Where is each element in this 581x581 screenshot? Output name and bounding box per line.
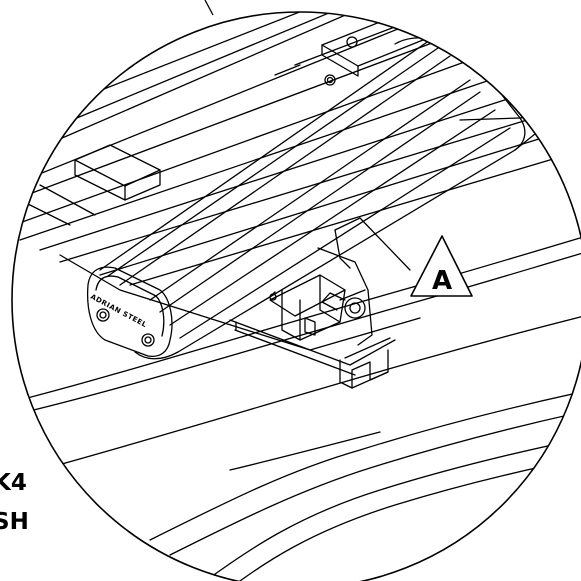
crossbar	[99, 33, 545, 360]
callout-letter: A	[432, 266, 452, 296]
side-label: K4 SH	[0, 470, 29, 535]
leader-line	[204, 0, 214, 16]
mounting-foot	[269, 247, 373, 346]
callout-a: A	[410, 235, 473, 297]
side-label-line2: SH	[0, 509, 29, 535]
mount-plate	[274, 17, 431, 86]
side-label-line1: K4	[0, 470, 27, 496]
rail-pad	[74, 144, 161, 201]
roof-contours	[12, 231, 581, 581]
channel-track	[229, 319, 396, 389]
roof-rail	[12, 12, 581, 351]
end-cap	[86, 266, 173, 358]
